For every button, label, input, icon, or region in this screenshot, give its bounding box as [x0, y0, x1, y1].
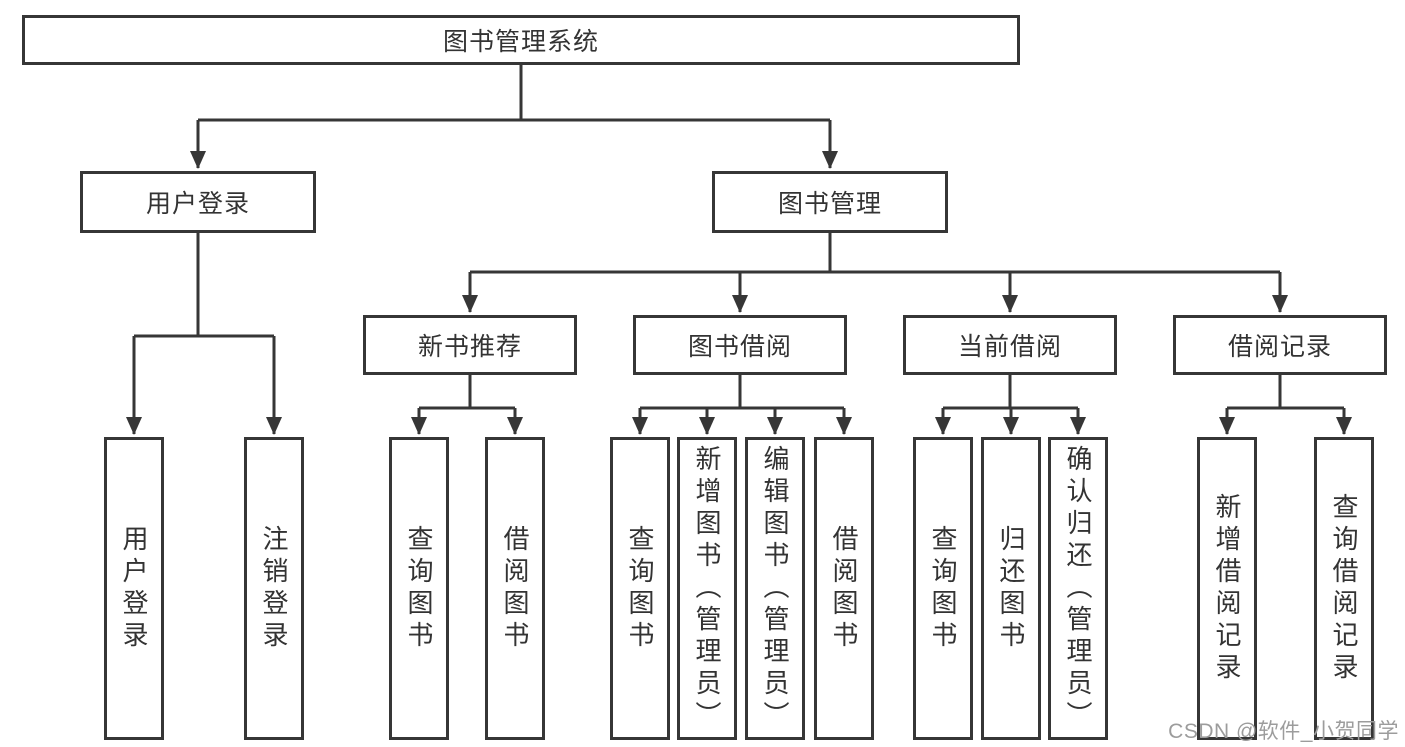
node-library-management-system: 图书管理系统	[22, 15, 1020, 65]
node-book-borrowing: 图书借阅	[633, 315, 847, 375]
leaf-user-login: 用户登录	[104, 437, 164, 740]
node-borrowing-records: 借阅记录	[1173, 315, 1387, 375]
leaf-query-books-current: 查询图书	[913, 437, 973, 740]
leaf-borrow-books: 借阅图书	[814, 437, 874, 740]
node-current-borrowing: 当前借阅	[903, 315, 1117, 375]
node-new-book-recommendation: 新书推荐	[363, 315, 577, 375]
leaf-query-books-recommend: 查询图书	[389, 437, 449, 740]
leaf-query-borrow-record: 查询借阅记录	[1314, 437, 1374, 740]
connector-edges	[126, 65, 1352, 435]
leaf-return-books: 归还图书	[981, 437, 1041, 740]
leaf-logout: 注销登录	[244, 437, 304, 740]
node-book-management: 图书管理	[712, 171, 948, 233]
leaf-borrow-books-recommend: 借阅图书	[485, 437, 545, 740]
node-user-login: 用户登录	[80, 171, 316, 233]
leaf-add-book-admin: 新增图书（管理员）	[677, 437, 737, 740]
leaf-query-books-borrow: 查询图书	[610, 437, 670, 740]
leaf-confirm-return-admin: 确认归还（管理员）	[1048, 437, 1108, 740]
leaf-add-borrow-record: 新增借阅记录	[1197, 437, 1257, 740]
leaf-edit-book-admin: 编辑图书（管理员）	[745, 437, 805, 740]
watermark: CSDN @软件_小贺同学	[1168, 720, 1399, 743]
